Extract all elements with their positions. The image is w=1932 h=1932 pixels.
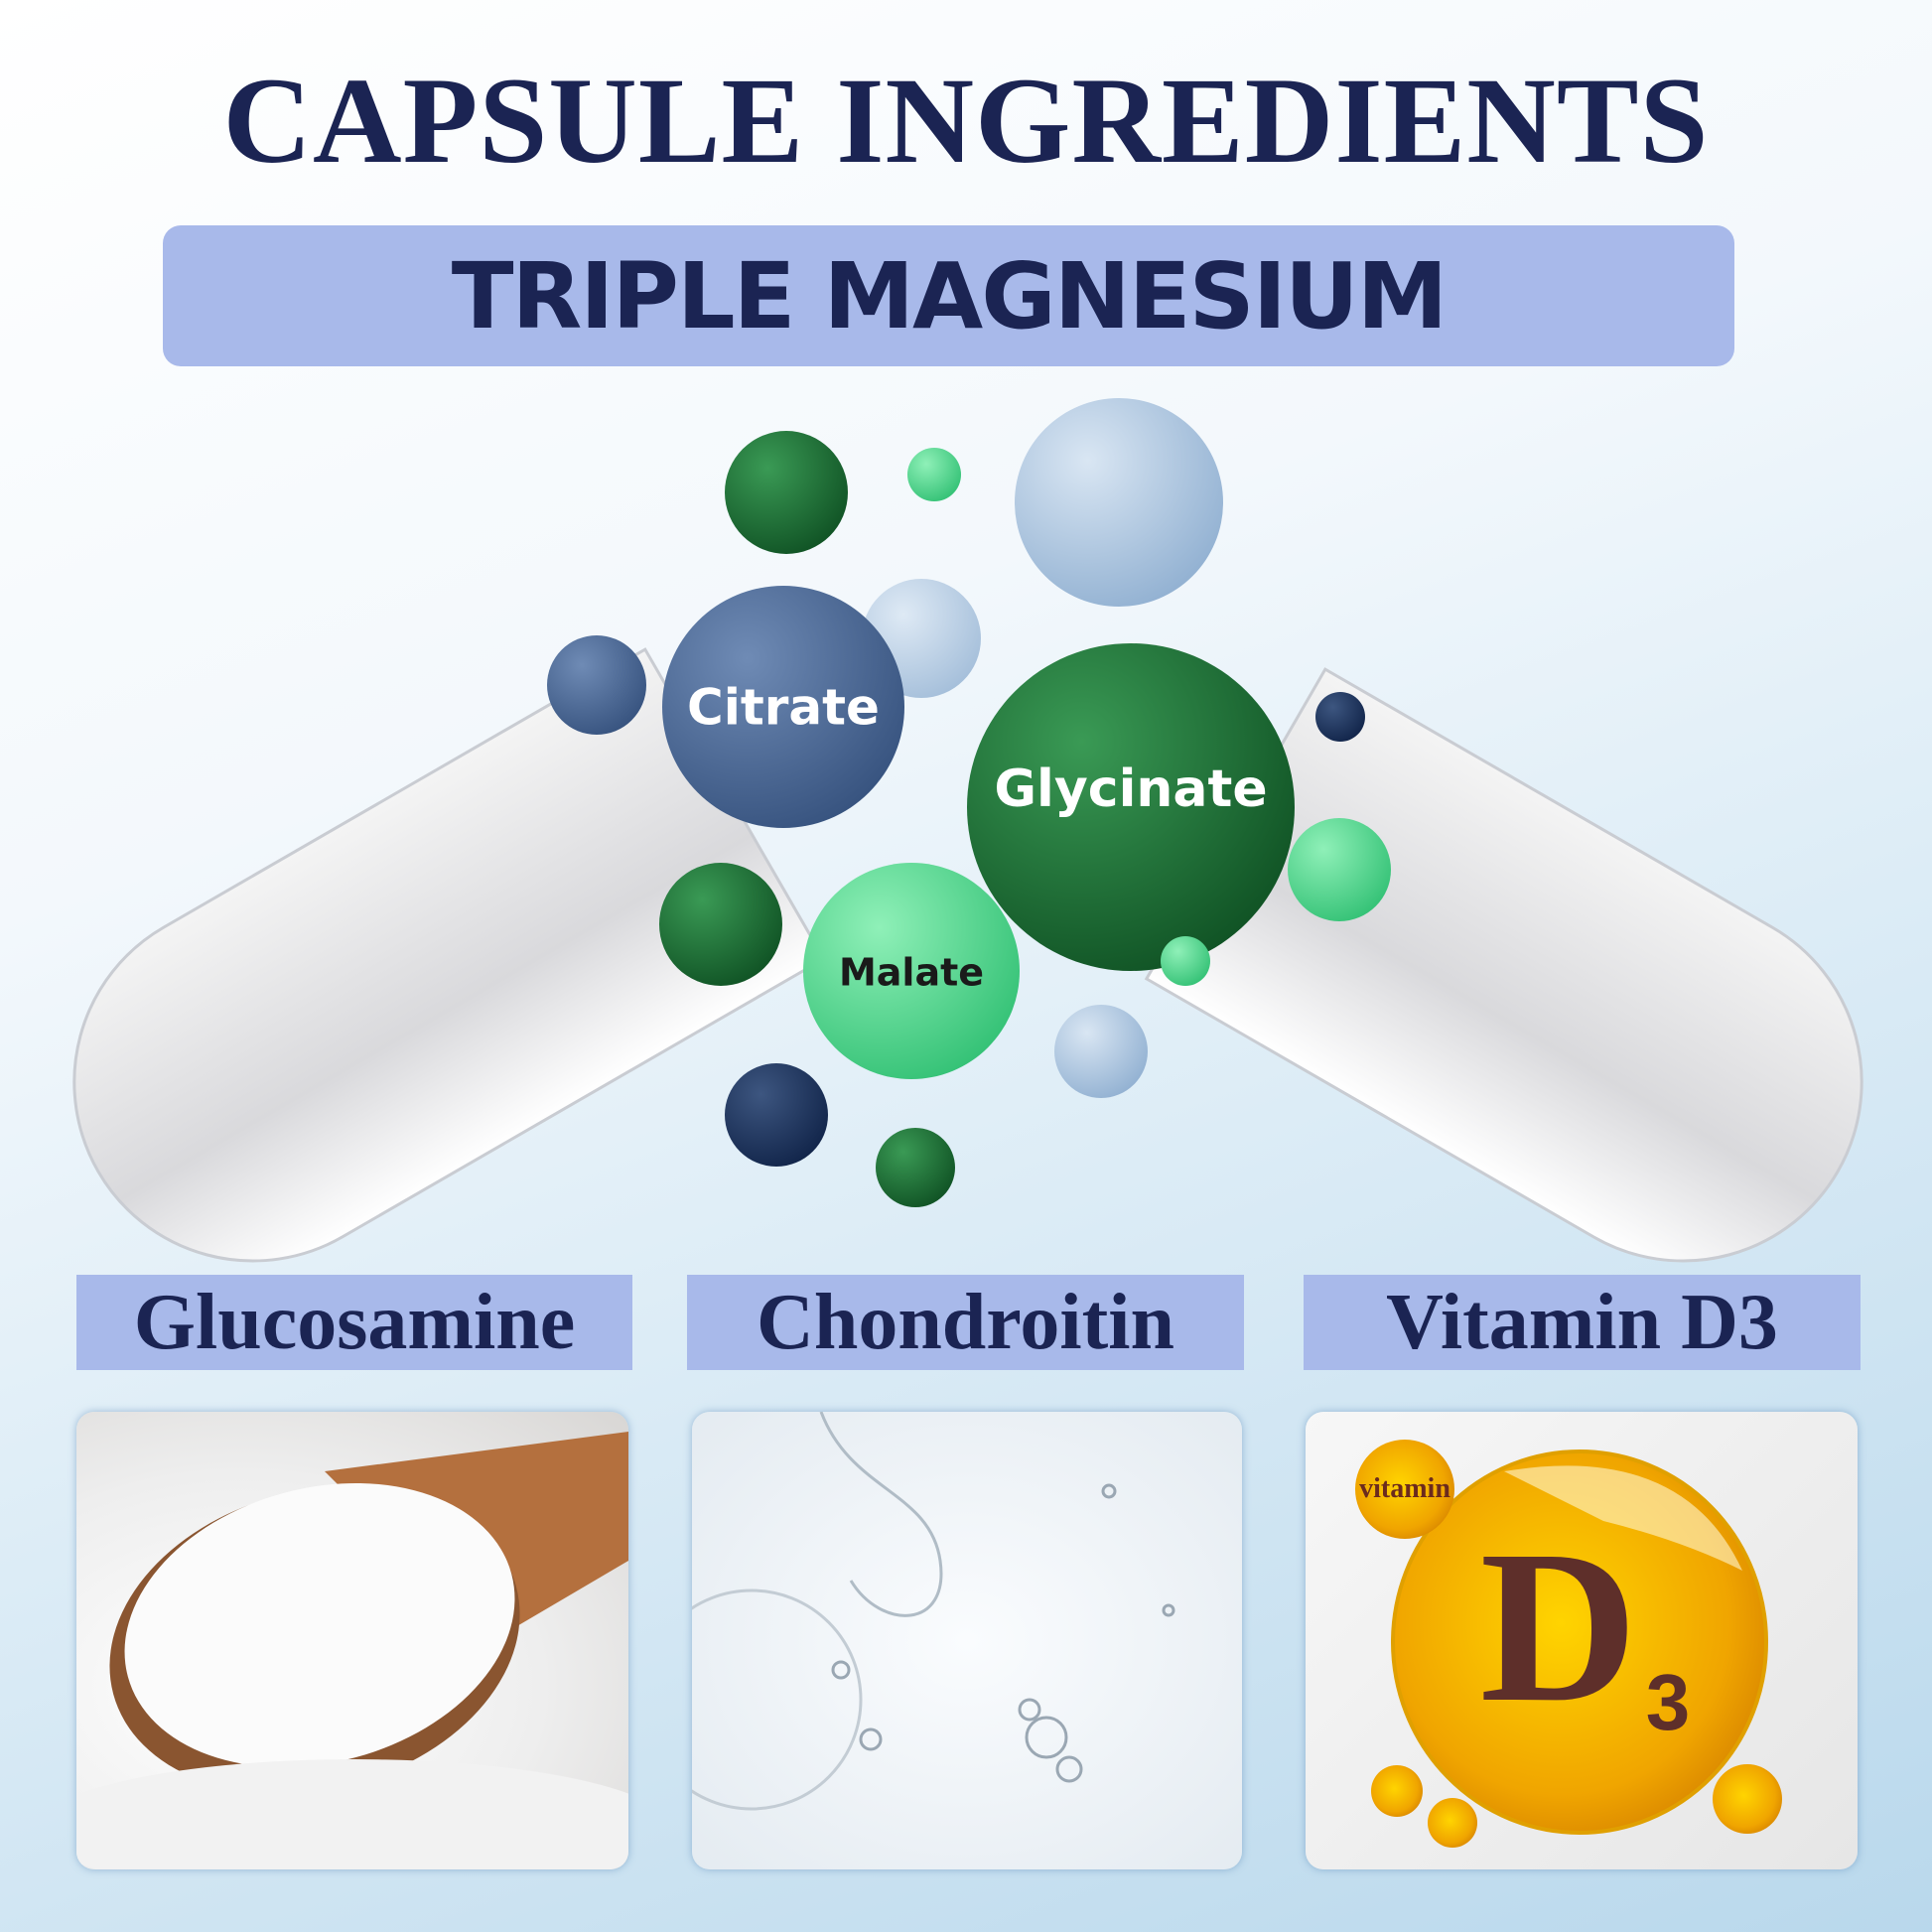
glycinate-label: Glycinate bbox=[994, 759, 1267, 819]
chondroitin-label: Chondroitin bbox=[687, 1275, 1244, 1370]
vitamin-logo-text: vitamin bbox=[1359, 1473, 1450, 1504]
banner-text: TRIPLE MAGNESIUM bbox=[451, 242, 1449, 349]
vitamin-d3-image: vitamin D 3 bbox=[1306, 1412, 1858, 1869]
d-letter: D bbox=[1480, 1505, 1638, 1747]
chondroitin-image bbox=[692, 1412, 1242, 1869]
bubbles bbox=[547, 398, 1391, 1207]
capsule-left-half bbox=[72, 647, 826, 1263]
page-title: CAPSULE INGREDIENTS bbox=[222, 53, 1710, 189]
vitamin-d3-illustration: vitamin D 3 bbox=[1355, 1440, 1782, 1848]
triple-magnesium-banner: TRIPLE MAGNESIUM bbox=[163, 225, 1734, 366]
glucosamine-label: Glucosamine bbox=[76, 1275, 632, 1370]
gel-bubbles-illustration bbox=[692, 1412, 1175, 1811]
citrate-bubble bbox=[662, 586, 904, 828]
vitamin-d3-label: Vitamin D3 bbox=[1304, 1275, 1861, 1370]
citrate-label: Citrate bbox=[687, 679, 880, 737]
glucosamine-image bbox=[76, 1412, 628, 1869]
malate-bubble bbox=[803, 863, 1020, 1079]
capsule-right-half bbox=[1144, 667, 1863, 1263]
d-subscript: 3 bbox=[1646, 1658, 1691, 1746]
malate-label: Malate bbox=[839, 951, 984, 995]
glycinate-bubble bbox=[967, 643, 1295, 971]
powder-spoon-illustration bbox=[76, 1432, 628, 1869]
